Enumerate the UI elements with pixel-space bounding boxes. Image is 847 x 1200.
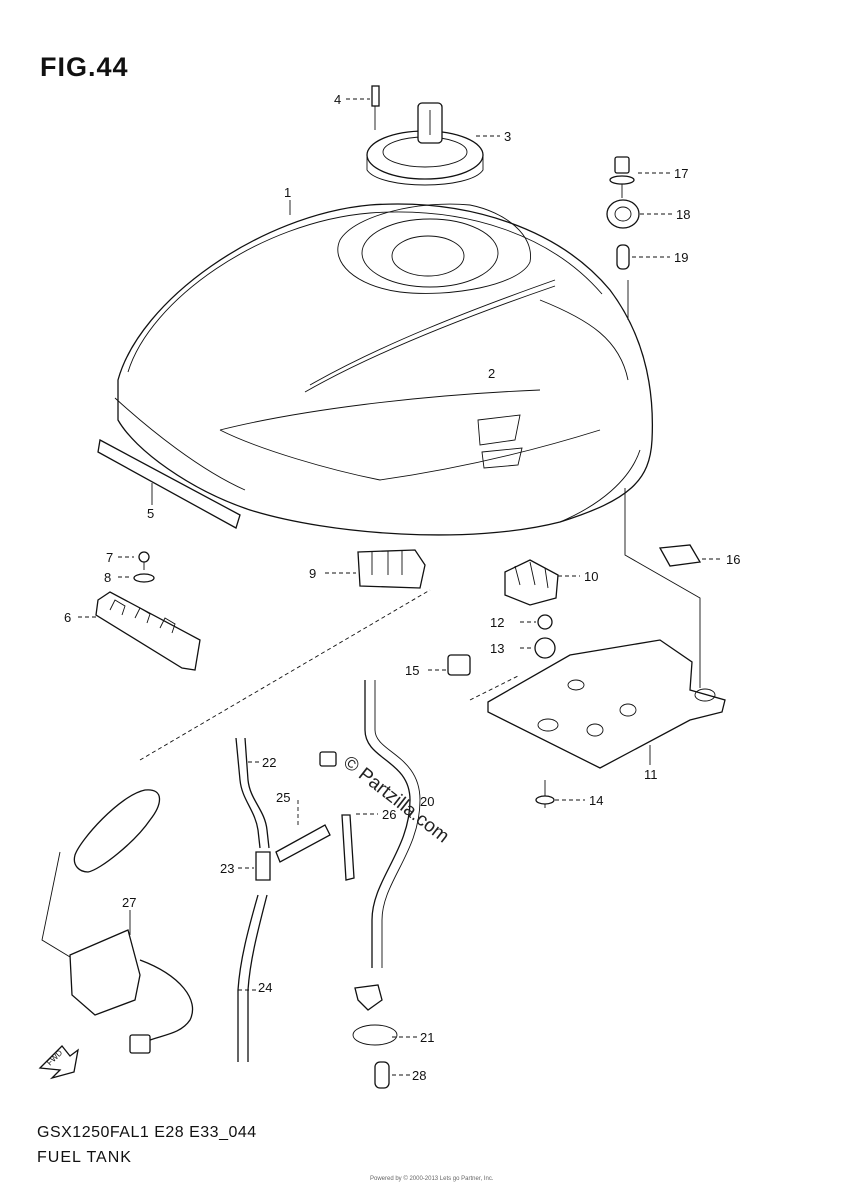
- callout-labels: 1 2 3 4 5 6 7 8 9 10 11 12 13 14 15 16 1…: [64, 92, 740, 1083]
- callout-3: 3: [504, 129, 511, 144]
- leader-lines: [78, 98, 722, 1076]
- front-bracket: [95, 551, 201, 671]
- callout-25: 25: [276, 790, 290, 805]
- cushion-9: [357, 549, 426, 589]
- callout-4: 4: [334, 92, 341, 107]
- forward-arrow-icon: FWD: [38, 1045, 79, 1080]
- callout-22: 22: [262, 755, 276, 770]
- tank-seal-strip: [97, 438, 241, 529]
- callout-12: 12: [490, 615, 504, 630]
- callout-14: 14: [589, 793, 603, 808]
- callout-9: 9: [309, 566, 316, 581]
- callout-28: 28: [412, 1068, 426, 1083]
- callout-16: 16: [726, 552, 740, 567]
- callout-6: 6: [64, 610, 71, 625]
- fuel-tank: [114, 203, 654, 536]
- breather-hoses: [235, 737, 355, 1062]
- fuel-pump-sender: [41, 789, 194, 1054]
- callout-11: 11: [644, 767, 658, 782]
- callout-23: 23: [220, 861, 234, 876]
- callout-8: 8: [104, 570, 111, 585]
- callout-2: 2: [488, 366, 495, 381]
- hose-end-28: [374, 1061, 390, 1089]
- callout-20: 20: [420, 794, 434, 809]
- footer-code: GSX1250FAL1 E28 E33_044: [37, 1124, 257, 1141]
- callout-5: 5: [147, 506, 154, 521]
- clip-15: [447, 654, 471, 676]
- fine-print: Powered by © 2000-2013 Lets go Partner, …: [370, 1176, 494, 1182]
- callout-17: 17: [674, 166, 688, 181]
- callout-27: 27: [122, 895, 136, 910]
- callout-21: 21: [420, 1030, 434, 1045]
- callout-18: 18: [676, 207, 690, 222]
- cushion-10: [504, 559, 559, 606]
- callout-10: 10: [584, 569, 598, 584]
- callout-1: 1: [284, 185, 291, 200]
- footer-name: FUEL TANK: [37, 1149, 132, 1166]
- pad-16: [658, 544, 702, 567]
- callout-13: 13: [490, 641, 504, 656]
- bolt-collar-set: [606, 156, 640, 270]
- fuel-cap: [366, 85, 484, 186]
- callout-19: 19: [674, 250, 688, 265]
- mounting-plate: [487, 614, 726, 808]
- figure-title: FIG.44: [40, 52, 129, 82]
- callout-15: 15: [405, 663, 419, 678]
- hose-20: [364, 680, 411, 968]
- callout-26: 26: [382, 807, 396, 822]
- callout-24: 24: [258, 980, 272, 995]
- callout-7: 7: [106, 550, 113, 565]
- clamp-21: [352, 984, 398, 1046]
